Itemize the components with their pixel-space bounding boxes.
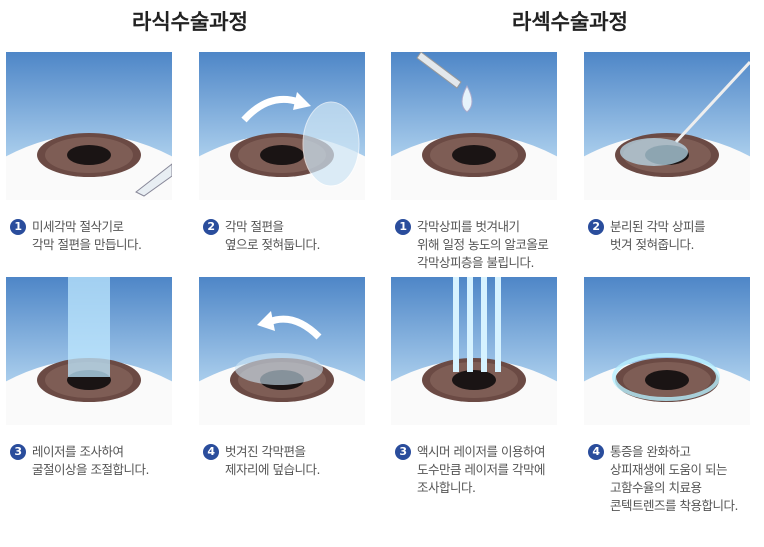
step-number-badge: 1 [10,219,26,235]
caption-line: 콘텍트렌즈를 착용합니다. [610,498,738,513]
laser-beam-icon [68,277,110,377]
lasik-step-2-illustration [199,52,365,200]
lasik-step-3-illustration [6,277,172,425]
step-number-badge: 4 [588,444,604,460]
step-number-badge: 2 [203,219,219,235]
caption-line: 벗겨진 각막편을 [225,444,306,459]
lasek-step-2-illustration [584,52,750,200]
lasik-step-1-illustration [6,52,172,200]
pupil [452,145,496,165]
lasek-step-1-illustration [391,52,557,200]
caption-line: 각막상피층을 불립니다. [417,255,534,270]
pupil [260,145,304,165]
caption-line: 제자리에 덮습니다. [225,462,320,477]
corneal-flap-icon [241,92,360,187]
alcohol-dropper-icon [416,52,473,113]
caption-line: 각막 절편을 만듭니다. [32,237,142,252]
step-number-badge: 2 [588,219,604,235]
caption-line: 위해 일정 농도의 알코올로 [417,237,549,252]
caption-line: 도수만큼 레이저를 각막에 [417,462,545,477]
step-number-badge: 1 [395,219,411,235]
step-number-badge: 3 [395,444,411,460]
contact-lens-icon [612,353,720,401]
caption-line: 통증을 완화하고 [610,444,691,459]
caption-line: 각막상피를 벗겨내기 [417,219,520,234]
lasik-step-4-illustration [199,277,365,425]
caption-line: 액시머 레이저를 이용하여 [417,444,545,459]
lasik-title: 라식수술과정 [132,10,248,34]
caption-line: 조사합니다. [417,480,476,495]
pupil [452,370,496,390]
caption-line: 옆으로 젖혀둡니다. [225,237,320,252]
caption-line: 미세각막 절삭기로 [32,219,124,234]
caption-line: 레이저를 조사하여 [32,444,124,459]
caption-line: 각막 절편을 [225,219,284,234]
caption-line: 상피재생에 도움이 되는 [610,462,727,477]
lasek-step-4-illustration [584,277,750,425]
spatula-icon [620,60,750,166]
laser-beam-icon [453,277,501,372]
step-number-badge: 3 [10,444,26,460]
caption-line: 벗겨 젖혀줍니다. [610,237,694,252]
lasek-title: 라섹수술과정 [512,10,628,34]
caption-line: 굴절이상을 조절합니다. [32,462,149,477]
corneal-flap-icon [235,311,323,385]
caption-line: 고함수율의 치료용 [610,480,702,495]
microkeratome-blade-icon [135,163,172,197]
lasek-step-3-illustration [391,277,557,425]
pupil [645,370,689,390]
pupil [67,145,111,165]
step-number-badge: 4 [203,444,219,460]
caption-line: 분리된 각막 상피를 [610,219,705,234]
